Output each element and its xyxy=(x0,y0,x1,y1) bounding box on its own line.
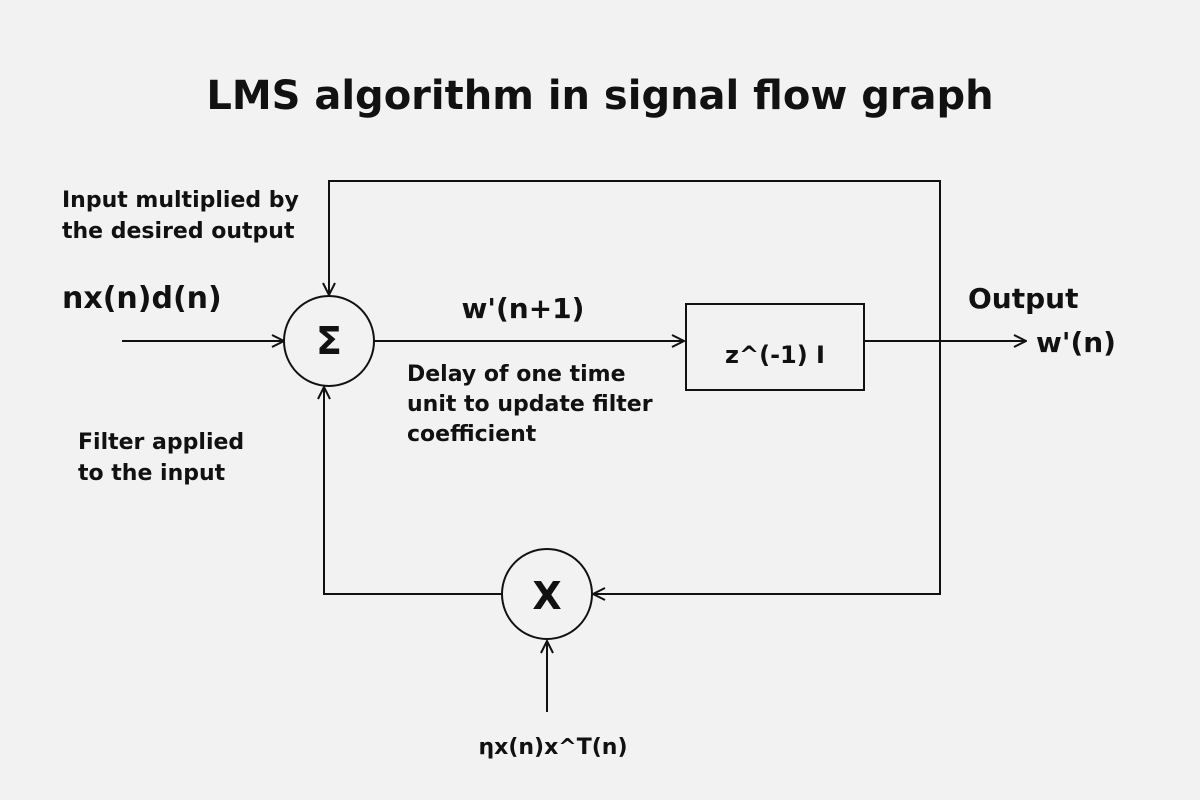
summing-node: Σ xyxy=(283,295,375,387)
filter-note-line-1: Filter applied xyxy=(78,430,244,455)
sigma-symbol: Σ xyxy=(316,319,342,363)
output-heading: Output xyxy=(968,282,1078,315)
feedback-note-line-1: Input multiplied by xyxy=(62,188,299,213)
output-signal-label: w'(n) xyxy=(1036,326,1116,359)
multiplier-input-label: ηx(n)x^T(n) xyxy=(478,735,627,760)
filter-note: Filter applied to the input xyxy=(78,430,252,486)
delay-note: Delay of one time unit to update filter … xyxy=(407,362,660,447)
bottom-feedback-path xyxy=(593,181,941,594)
delay-block: z^(-1) I xyxy=(685,303,865,391)
feedback-note: Input multiplied by the desired output xyxy=(62,188,307,244)
multiplier-symbol: X xyxy=(532,574,561,618)
multiplier-node: X xyxy=(501,548,593,640)
diagram-title: LMS algorithm in signal flow graph xyxy=(206,73,993,119)
input-signal-label: nx(n)d(n) xyxy=(62,281,222,316)
delay-note-line-1: Delay of one time xyxy=(407,362,626,387)
summer-output-label: w'(n+1) xyxy=(462,292,585,325)
filter-note-line-2: to the input xyxy=(78,461,226,486)
delay-note-line-3: coefficient xyxy=(407,422,537,447)
multiplier-to-summer-path xyxy=(324,387,502,595)
delay-block-label: z^(-1) I xyxy=(725,341,825,369)
delay-note-line-2: unit to update filter xyxy=(407,392,653,417)
feedback-note-line-2: the desired output xyxy=(62,219,295,244)
